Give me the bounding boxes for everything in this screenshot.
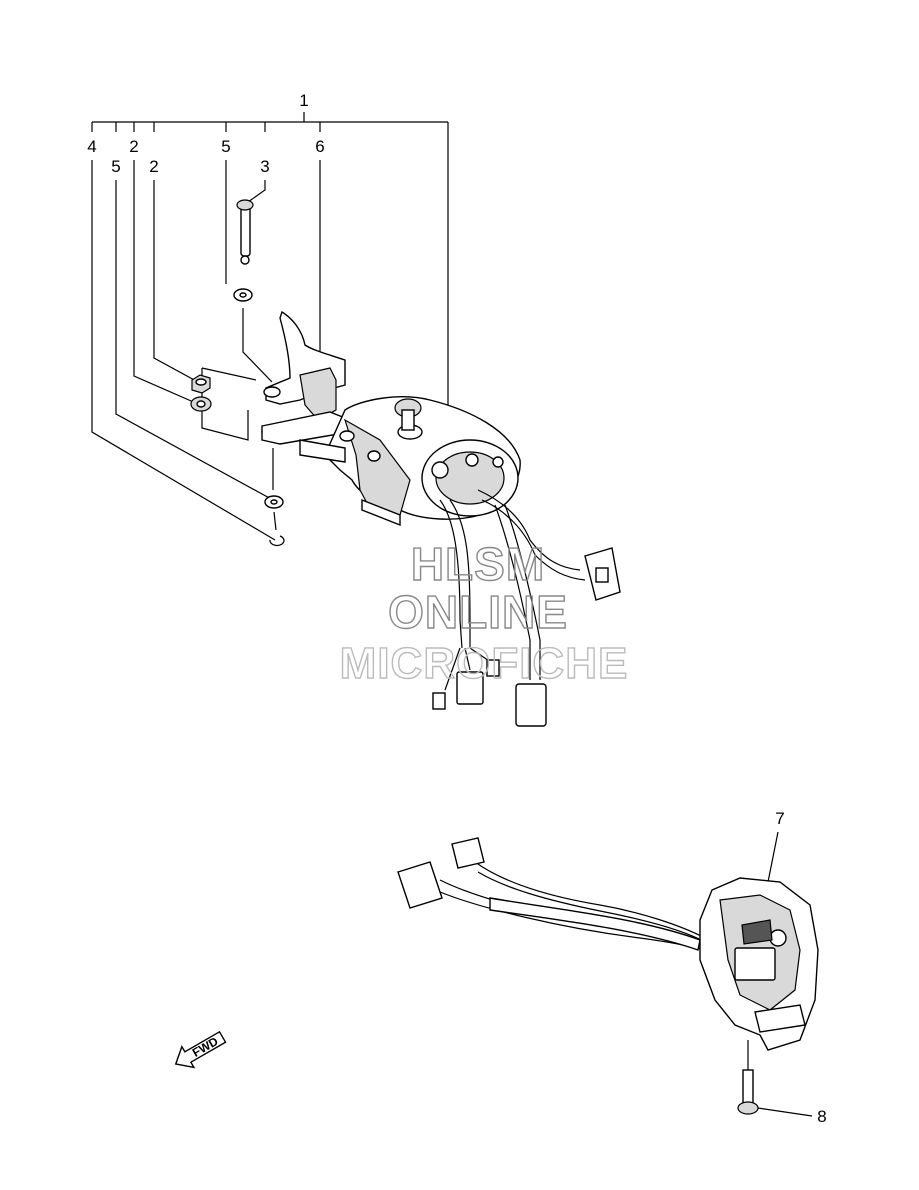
screw-part-8 — [737, 1040, 813, 1117]
connector-lower-left — [397, 861, 443, 909]
assembly-1-bracket — [91, 112, 449, 412]
connector-lower-mid — [456, 659, 500, 705]
callout-7: 7 — [775, 809, 784, 828]
watermark-line-3: MICROFICHE — [340, 639, 629, 688]
nut-part-2-upper — [191, 374, 211, 394]
wire-harness-upper — [439, 489, 586, 691]
callout-1: 1 — [299, 91, 308, 110]
connector-lower-right — [515, 683, 547, 727]
connector-upper-right — [584, 547, 621, 601]
callout-8: 8 — [817, 1107, 826, 1126]
connector-lower-top — [451, 837, 485, 869]
callout-3: 3 — [260, 157, 269, 176]
washer-part-5-lower — [264, 495, 284, 509]
watermark-line-2: ONLINE — [388, 586, 568, 638]
lever-part-6 — [261, 310, 351, 445]
wire-harness-lower — [439, 861, 706, 951]
pin-part-3 — [236, 199, 254, 265]
callout-2-upper: 2 — [129, 137, 138, 156]
switch-housing-part-7 — [699, 877, 819, 1051]
callout-5-left: 5 — [111, 157, 120, 176]
callout-2-lower: 2 — [149, 157, 158, 176]
watermark-line-1: HLSM — [411, 538, 545, 590]
callout-5-top: 5 — [221, 137, 230, 156]
nut-part-2-lower — [190, 396, 212, 412]
circlip-part-4 — [269, 535, 285, 547]
fwd-direction-arrow: FWD — [174, 1030, 227, 1069]
leader-7 — [767, 831, 779, 883]
connector-lower-small — [432, 692, 446, 710]
callout-4: 4 — [87, 137, 96, 156]
washer-part-5-top — [233, 288, 253, 302]
watermark: HLSM ONLINE MICROFICHE — [339, 537, 629, 688]
handlebar-switch-assembly — [299, 396, 521, 527]
leader-lines-upper — [91, 160, 321, 541]
callout-6: 6 — [315, 137, 324, 156]
